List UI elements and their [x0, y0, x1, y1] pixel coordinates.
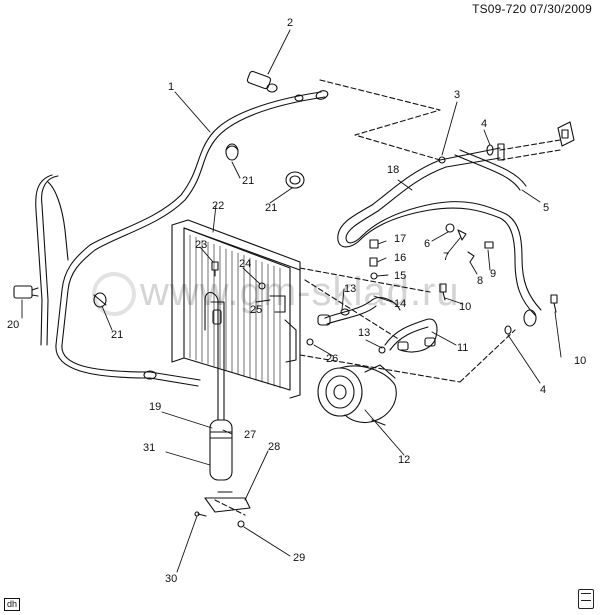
condenser — [171, 219, 301, 399]
diagram-date: 07/30/2009 — [529, 2, 592, 16]
callout-12: 12 — [398, 454, 411, 466]
callout-5: 5 — [543, 202, 550, 214]
oring-4-bottom — [504, 325, 512, 335]
valve-16 — [369, 257, 378, 267]
callout-13-lower: 13 — [358, 327, 371, 339]
fitting-21-left — [93, 292, 107, 308]
fitting-6 — [445, 223, 455, 233]
callout-9: 9 — [490, 268, 497, 280]
callout-8: 8 — [477, 275, 484, 287]
fitting-21-mid — [285, 171, 305, 189]
dryer-line — [204, 291, 225, 421]
watermark-logo-icon — [92, 272, 136, 316]
callout-25: 25 — [250, 304, 263, 316]
fitting-3 — [438, 156, 446, 164]
pressure-switch — [246, 70, 278, 93]
connector-20 — [13, 285, 39, 299]
fitting-13-upper — [340, 308, 350, 316]
bolt-26 — [306, 338, 314, 346]
callout-3: 3 — [454, 89, 461, 101]
callout-31: 31 — [143, 442, 156, 454]
callout-15: 15 — [394, 270, 407, 282]
leader-lines — [21, 29, 562, 573]
callout-16: 16 — [394, 252, 407, 264]
callout-4-top: 4 — [481, 118, 488, 130]
callout-24: 24 — [239, 258, 252, 270]
callout-10-mid: 10 — [459, 301, 472, 313]
callout-7: 7 — [443, 251, 450, 263]
callout-20: 20 — [7, 319, 20, 331]
document-icon — [578, 589, 594, 609]
callout-28: 28 — [268, 441, 281, 453]
callout-22: 22 — [212, 200, 225, 212]
compressor — [317, 364, 397, 426]
callout-29: 29 — [293, 552, 306, 564]
dryer-bracket — [204, 491, 251, 513]
callout-11: 11 — [457, 342, 469, 354]
callout-14: 14 — [394, 298, 407, 310]
mounting-block — [557, 121, 575, 147]
callout-21-mid: 21 — [265, 202, 278, 214]
fitting-8 — [467, 251, 475, 263]
fitting-21-top — [225, 143, 239, 161]
refrigerant-line-1 — [55, 90, 329, 387]
callout-19: 19 — [149, 401, 162, 413]
diagram-code: TS09-720 — [472, 2, 527, 16]
guide-lines — [214, 79, 561, 516]
callout-4-bottom: 4 — [540, 384, 547, 396]
callout-10-right: 10 — [574, 355, 587, 367]
fitting-13-lower — [378, 346, 386, 354]
valve-15 — [370, 272, 378, 280]
callout-27: 27 — [244, 429, 257, 441]
callout-21-left: 21 — [111, 329, 124, 341]
receiver-dryer — [209, 419, 233, 481]
bolt-29 — [237, 520, 245, 528]
hose-18 — [337, 143, 542, 327]
fitting-9 — [484, 241, 494, 249]
hose-11 — [317, 297, 438, 353]
fitting-7 — [457, 229, 467, 241]
callout-17: 17 — [394, 233, 407, 245]
callout-2: 2 — [287, 17, 294, 29]
footer-tag: dh — [4, 598, 21, 611]
callout-1: 1 — [168, 81, 175, 93]
bracket-25 — [269, 295, 297, 363]
diagram-header: TS09-720 07/30/2009 — [472, 2, 592, 16]
callout-13-upper: 13 — [344, 283, 357, 295]
line-5 — [454, 149, 527, 191]
bolt-30 — [194, 511, 207, 517]
bolt-10-right — [550, 294, 558, 313]
bolt-10-mid — [439, 283, 447, 301]
callout-21-top: 21 — [242, 175, 255, 187]
callout-23: 23 — [195, 239, 208, 251]
valve-17 — [369, 239, 379, 249]
bolt-23 — [211, 261, 219, 277]
callout-30: 30 — [165, 573, 178, 585]
callout-18: 18 — [387, 164, 400, 176]
watermark: www.gm-sklad.ru — [140, 270, 460, 314]
callout-26: 26 — [326, 353, 339, 365]
callout-6: 6 — [424, 238, 431, 250]
left-vertical-line — [35, 174, 69, 346]
clip-24 — [258, 282, 266, 290]
